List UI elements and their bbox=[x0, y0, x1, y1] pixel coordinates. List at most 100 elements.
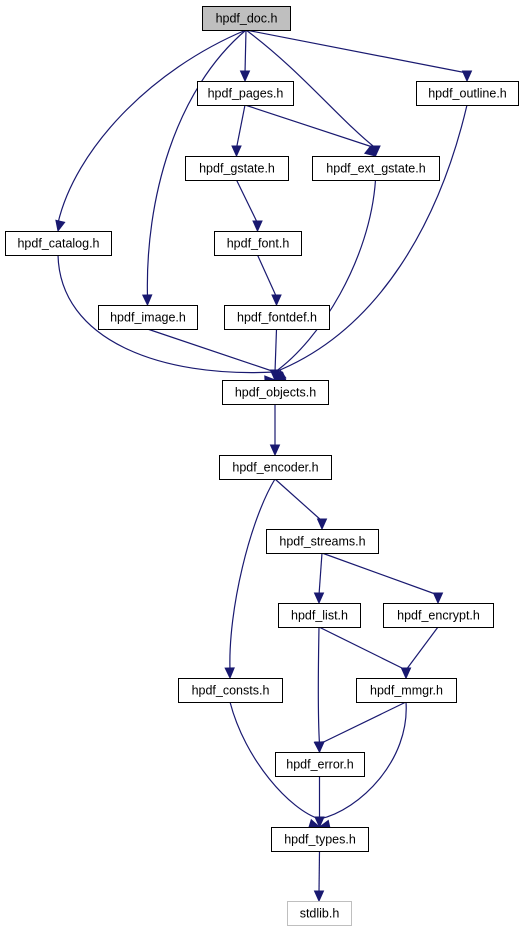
node-consts[interactable]: hpdf_consts.h bbox=[178, 678, 283, 703]
node-label: hpdf_list.h bbox=[291, 609, 348, 623]
edge-line bbox=[147, 328, 276, 373]
node-outline[interactable]: hpdf_outline.h bbox=[416, 81, 519, 106]
edge-line bbox=[318, 626, 407, 671]
arrow-head bbox=[224, 667, 235, 680]
edge-line bbox=[274, 179, 377, 373]
node-ext-gstate[interactable]: hpdf_ext_gstate.h bbox=[312, 156, 440, 181]
arrow-head bbox=[313, 592, 325, 605]
node-label: hpdf_streams.h bbox=[279, 535, 365, 549]
node-label: hpdf_consts.h bbox=[192, 684, 270, 698]
node-pages[interactable]: hpdf_pages.h bbox=[197, 81, 294, 106]
edge-list-to-error bbox=[313, 626, 325, 754]
node-fontdef[interactable]: hpdf_fontdef.h bbox=[224, 305, 330, 330]
arrow-head bbox=[432, 592, 444, 605]
arrow-head bbox=[252, 220, 263, 233]
edge-line bbox=[274, 328, 278, 373]
arrow-head bbox=[269, 444, 281, 457]
node-mmgr[interactable]: hpdf_mmgr.h bbox=[356, 678, 457, 703]
edge-gstate-to-font bbox=[235, 179, 263, 233]
node-doc[interactable]: hpdf_doc.h bbox=[202, 6, 291, 31]
arrow-head bbox=[271, 294, 282, 307]
edge-fontdef-to-objects bbox=[269, 328, 281, 382]
edge-line bbox=[317, 626, 321, 745]
node-label: hpdf_doc.h bbox=[216, 12, 278, 26]
edge-line bbox=[245, 29, 376, 149]
arrow-head bbox=[314, 741, 325, 754]
edge-line bbox=[235, 104, 246, 149]
node-gstate[interactable]: hpdf_gstate.h bbox=[185, 156, 289, 181]
node-stdlib[interactable]: stdlib.h bbox=[287, 901, 352, 926]
node-box bbox=[275, 752, 365, 777]
arrow-head bbox=[269, 369, 281, 382]
node-encoder[interactable]: hpdf_encoder.h bbox=[219, 455, 332, 480]
node-box bbox=[278, 603, 361, 628]
node-list[interactable]: hpdf_list.h bbox=[278, 603, 361, 628]
edge-line bbox=[274, 104, 468, 373]
node-label: hpdf_ext_gstate.h bbox=[326, 162, 425, 176]
edge-line bbox=[274, 478, 323, 522]
node-label: hpdf_error.h bbox=[286, 758, 353, 772]
node-box bbox=[266, 529, 379, 554]
edge-line bbox=[244, 29, 247, 74]
edge-line bbox=[235, 179, 259, 224]
arrow-head bbox=[461, 70, 473, 83]
edge-doc-to-outline bbox=[245, 29, 473, 83]
arrow-head bbox=[313, 890, 325, 903]
arrow-head bbox=[314, 816, 325, 829]
node-box bbox=[222, 380, 329, 405]
edge-line bbox=[146, 29, 247, 298]
edge-line bbox=[229, 478, 276, 671]
node-label: hpdf_fontdef.h bbox=[237, 311, 317, 325]
node-box bbox=[5, 231, 112, 256]
arrow-head bbox=[239, 70, 251, 83]
edge-types-to-stdlib bbox=[313, 850, 325, 903]
node-label: hpdf_mmgr.h bbox=[370, 684, 443, 698]
node-box bbox=[224, 305, 330, 330]
arrow-head bbox=[55, 219, 66, 233]
node-streams[interactable]: hpdf_streams.h bbox=[266, 529, 379, 554]
node-box bbox=[287, 901, 352, 926]
node-catalog[interactable]: hpdf_catalog.h bbox=[5, 231, 112, 256]
edge-streams-to-list bbox=[313, 552, 325, 605]
edge-mmgr-to-error bbox=[314, 701, 407, 754]
node-label: hpdf_types.h bbox=[284, 833, 356, 847]
edge-line bbox=[318, 552, 323, 596]
node-label: hpdf_catalog.h bbox=[17, 237, 99, 251]
node-encrypt[interactable]: hpdf_encrypt.h bbox=[383, 603, 494, 628]
node-font[interactable]: hpdf_font.h bbox=[214, 231, 302, 256]
node-box bbox=[197, 81, 294, 106]
edge-encoder-to-streams bbox=[274, 478, 328, 531]
edge-doc-to-image bbox=[141, 29, 247, 307]
edge-line bbox=[321, 552, 439, 596]
node-label: hpdf_image.h bbox=[110, 311, 186, 325]
node-box bbox=[219, 455, 332, 480]
edge-error-to-types bbox=[314, 776, 325, 829]
edge-doc-to-pages bbox=[239, 29, 251, 83]
node-box bbox=[98, 305, 198, 330]
edge-outline-to-objects bbox=[273, 104, 468, 381]
edge-line bbox=[319, 701, 407, 820]
node-error[interactable]: hpdf_error.h bbox=[275, 752, 365, 777]
edge-line bbox=[256, 254, 278, 298]
arrow-head bbox=[231, 145, 242, 158]
edges-layer bbox=[55, 29, 473, 903]
edge-font-to-fontdef bbox=[256, 254, 282, 307]
node-objects[interactable]: hpdf_objects.h bbox=[222, 380, 329, 405]
node-types[interactable]: hpdf_types.h bbox=[271, 827, 369, 852]
node-label: hpdf_encrypt.h bbox=[397, 609, 480, 623]
node-label: hpdf_encoder.h bbox=[232, 461, 318, 475]
node-label: hpdf_objects.h bbox=[235, 386, 316, 400]
node-image[interactable]: hpdf_image.h bbox=[98, 305, 198, 330]
node-box bbox=[202, 6, 291, 31]
edge-line bbox=[57, 29, 247, 224]
edge-pages-to-ext-gstate bbox=[244, 104, 381, 158]
edge-encrypt-to-mmgr bbox=[400, 626, 439, 680]
edge-line bbox=[244, 104, 376, 149]
edge-streams-to-encrypt bbox=[321, 552, 444, 605]
node-label: hpdf_pages.h bbox=[208, 87, 284, 101]
node-box bbox=[214, 231, 302, 256]
edge-line bbox=[318, 850, 321, 894]
edge-line bbox=[405, 626, 439, 671]
node-label: hpdf_font.h bbox=[227, 237, 290, 251]
arrow-head bbox=[316, 518, 328, 531]
